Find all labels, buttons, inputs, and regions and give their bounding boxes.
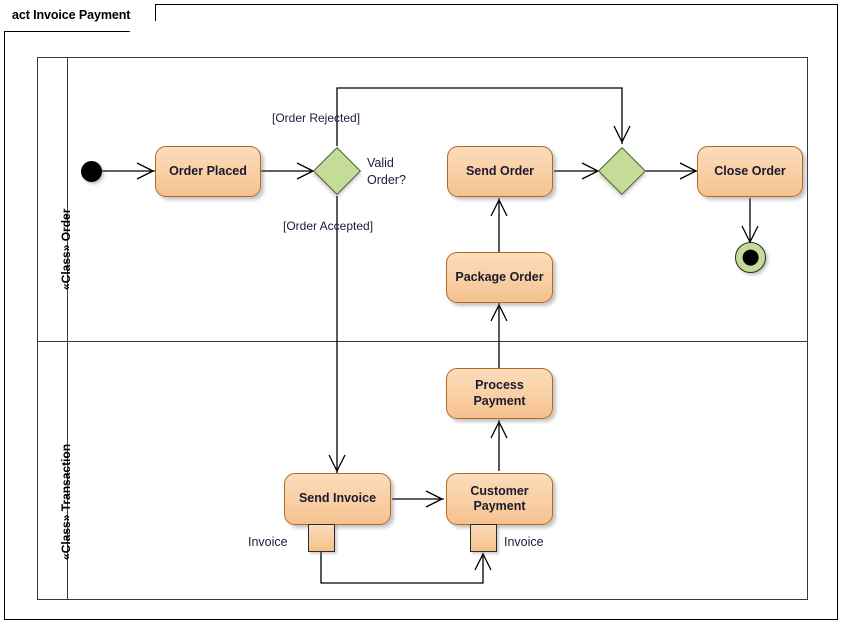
- edge-label-order-rejected: [Order Rejected]: [272, 111, 361, 125]
- edge-label-order-accepted: [Order Accepted]: [283, 219, 374, 233]
- swimlane-header-column: [37, 57, 68, 600]
- activity-process-payment[interactable]: Process Payment: [446, 368, 553, 419]
- pin-invoice-customer-payment[interactable]: [470, 524, 497, 552]
- activity-close-order[interactable]: Close Order: [697, 146, 803, 197]
- diagram-frame: [4, 4, 838, 620]
- decision-label-valid-order: Valid Order?: [367, 156, 406, 187]
- activity-send-invoice[interactable]: Send Invoice: [284, 473, 391, 525]
- initial-node[interactable]: [81, 161, 102, 182]
- activity-order-placed[interactable]: Order Placed: [155, 146, 261, 197]
- swimlane-label-transaction: «Class» Transaction: [59, 443, 73, 560]
- swimlane-label-order: «Class» Order: [59, 208, 73, 290]
- activity-send-order[interactable]: Send Order: [447, 146, 553, 197]
- diagram-title: act Invoice Payment: [12, 8, 131, 22]
- pin-label-invoice-send-invoice: Invoice: [248, 535, 288, 549]
- swimlane-container: [37, 57, 808, 600]
- swimlane-divider: [37, 341, 808, 342]
- activity-final-node[interactable]: [735, 242, 766, 273]
- pin-label-invoice-customer-payment: Invoice: [504, 535, 544, 549]
- activity-customer-payment[interactable]: Customer Payment: [446, 473, 553, 525]
- activity-package-order[interactable]: Package Order: [446, 252, 553, 303]
- pin-invoice-send-invoice[interactable]: [308, 524, 335, 552]
- diagram-frame-tab: [4, 4, 156, 32]
